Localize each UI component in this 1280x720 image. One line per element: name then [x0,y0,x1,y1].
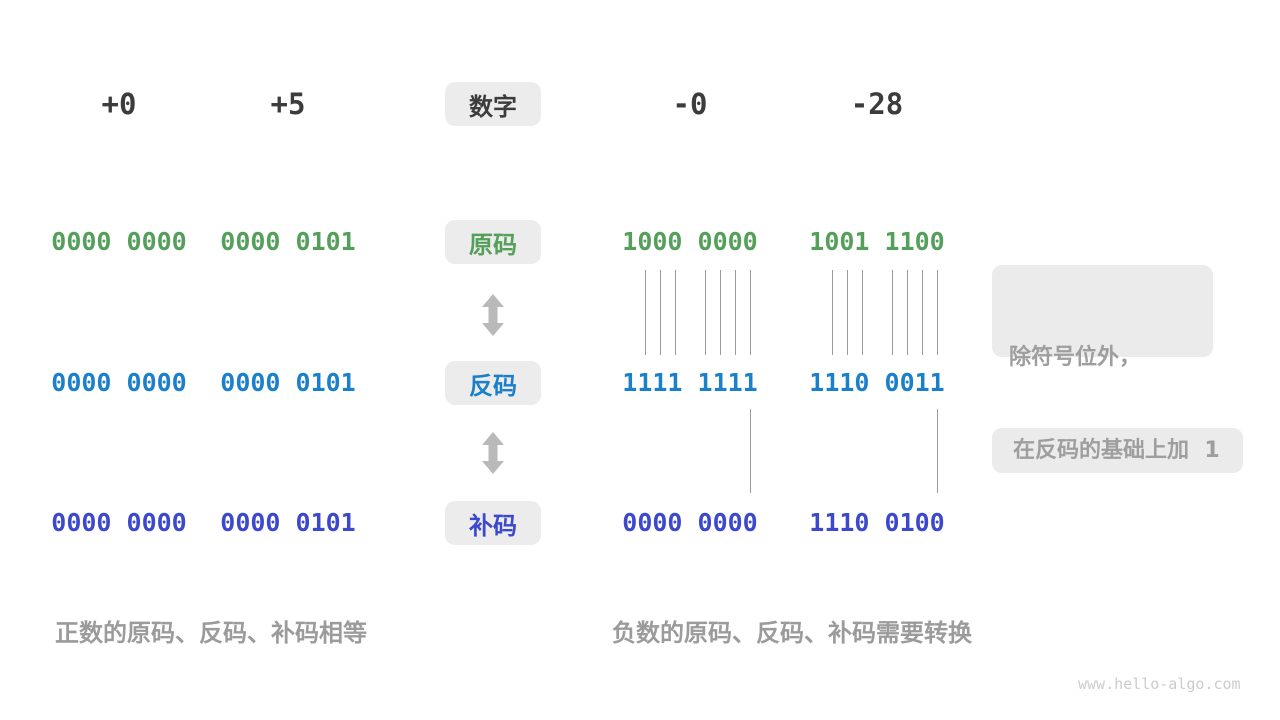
twos-complement-value: 0000 0000 [51,508,187,537]
bit-flip-line [922,270,923,355]
sign-magnitude-label-box: 原码 [445,220,541,264]
bit-flip-line [675,270,676,355]
sign-magnitude-value: 1000 0000 [622,227,758,256]
add-one-line [937,409,938,493]
twos-complement-value: 1110 0100 [809,508,945,537]
positive-numbers-caption: 正数的原码、反码、补码相等 [55,619,367,647]
updown-arrow-icon [481,432,505,478]
negative-numbers-caption: 负数的原码、反码、补码需要转换 [612,619,972,647]
add-one-line [750,409,751,493]
bit-flip-line [645,270,646,355]
sign-magnitude-value: 0000 0000 [51,227,187,256]
bit-flip-line [705,270,706,355]
twos-complement-label-box: 补码 [445,501,541,545]
add-one-note: 在反码的基础上加 1 [992,428,1243,473]
flip-bits-note: 除符号位外， 对其余所有位取反 [992,265,1213,463]
bit-flip-line [720,270,721,355]
bit-flip-line [937,270,938,355]
twos-complement-value: 0000 0101 [220,508,356,537]
number-label-box: 数字 [445,82,541,126]
number-plus-five: +5 [270,87,306,121]
sign-magnitude-value: 1001 1100 [809,227,945,256]
bit-flip-line [750,270,751,355]
bit-flip-line [735,270,736,355]
bit-flip-line [832,270,833,355]
website-watermark: www.hello-algo.com [1078,675,1241,693]
sign-magnitude-value: 0000 0101 [220,227,356,256]
ones-complement-value: 1111 1111 [622,368,758,397]
ones-complement-value: 0000 0000 [51,368,187,397]
twos-complement-value: 0000 0000 [622,508,758,537]
ones-complement-label-box: 反码 [445,361,541,405]
flip-bits-note-line1: 除符号位外， [1009,345,1142,370]
bit-flip-line [847,270,848,355]
number-plus-zero: +0 [101,87,137,121]
bit-flip-line [892,270,893,355]
bit-flip-line [660,270,661,355]
bit-flip-line [862,270,863,355]
bit-flip-line [907,270,908,355]
updown-arrow-icon [481,294,505,340]
ones-complement-value: 0000 0101 [220,368,356,397]
number-minus-28: -28 [850,87,904,121]
ones-complement-value: 1110 0011 [809,368,945,397]
number-minus-zero: -0 [672,87,708,121]
